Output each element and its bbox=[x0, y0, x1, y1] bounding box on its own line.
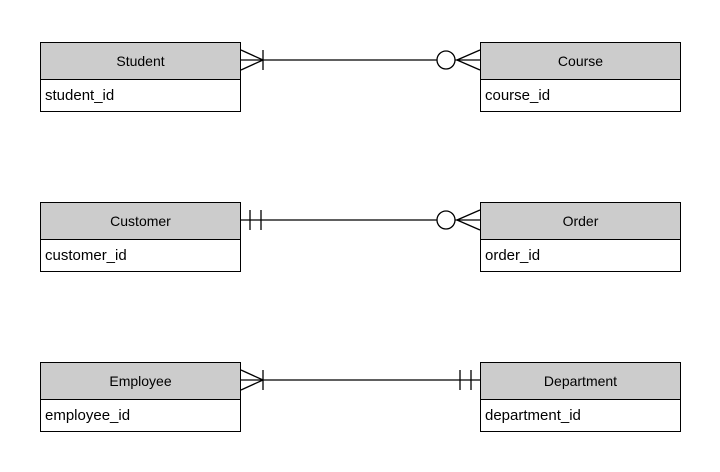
attribute-label: student_id bbox=[45, 87, 115, 104]
entity-order[interactable]: Order order_id bbox=[480, 202, 681, 272]
entity-header: Student bbox=[41, 43, 240, 80]
entity-attribute-row: department_id bbox=[481, 400, 680, 431]
entity-attribute-row: course_id bbox=[481, 80, 680, 111]
entity-name-label: Course bbox=[557, 53, 604, 69]
crows-foot-prong bbox=[240, 59, 264, 71]
relationship-student-course[interactable] bbox=[240, 49, 481, 71]
entity-name-label: Student bbox=[116, 53, 165, 69]
attribute-label: customer_id bbox=[45, 247, 127, 264]
attribute-label: course_id bbox=[485, 87, 551, 104]
entity-header: Course bbox=[481, 43, 680, 80]
entity-header: Employee bbox=[41, 363, 240, 400]
entity-attribute-row: employee_id bbox=[41, 400, 240, 431]
crows-foot-prong bbox=[456, 59, 481, 71]
attribute-label: employee_id bbox=[45, 407, 131, 424]
entity-name-label: Department bbox=[543, 373, 618, 389]
entity-name-label: Order bbox=[562, 213, 599, 229]
entity-attribute-row: customer_id bbox=[41, 240, 240, 271]
entity-employee[interactable]: Employee employee_id bbox=[40, 362, 241, 432]
relationship-employee-department[interactable] bbox=[240, 369, 480, 391]
relationship-customer-order[interactable] bbox=[241, 209, 481, 231]
entity-name-label: Employee bbox=[109, 373, 172, 389]
attribute-label: department_id bbox=[485, 407, 581, 424]
crows-foot-prong bbox=[456, 209, 481, 221]
entity-customer[interactable]: Customer customer_id bbox=[40, 202, 241, 272]
entity-header: Department bbox=[481, 363, 680, 400]
crows-foot-prong bbox=[240, 369, 264, 381]
entity-attribute-row: order_id bbox=[481, 240, 680, 271]
zero-circle bbox=[436, 210, 456, 230]
zero-circle bbox=[436, 50, 456, 70]
crows-foot-prong bbox=[240, 379, 264, 391]
entity-student[interactable]: Student student_id bbox=[40, 42, 241, 112]
entity-header: Order bbox=[481, 203, 680, 240]
crows-foot-prong bbox=[456, 49, 481, 61]
attribute-label: order_id bbox=[485, 247, 541, 264]
entity-header: Customer bbox=[41, 203, 240, 240]
crows-foot-prong bbox=[240, 49, 264, 61]
entity-name-label: Customer bbox=[110, 213, 171, 229]
entity-attribute-row: student_id bbox=[41, 80, 240, 111]
entity-course[interactable]: Course course_id bbox=[480, 42, 681, 112]
entity-department[interactable]: Department department_id bbox=[480, 362, 681, 432]
crows-foot-prong bbox=[456, 219, 481, 231]
